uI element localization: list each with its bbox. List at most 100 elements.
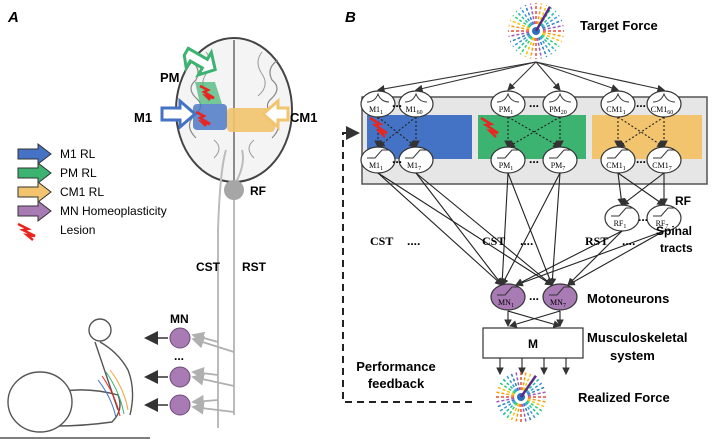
force-ray xyxy=(495,397,515,403)
tuning-curve-icon xyxy=(366,92,390,103)
activation-curve-icon xyxy=(497,149,519,159)
force-ray xyxy=(521,371,527,391)
legend-item: Lesion xyxy=(17,222,95,241)
unit-node: CM17 xyxy=(646,146,682,174)
target-input-line xyxy=(376,61,537,93)
unit-node: CM11 xyxy=(600,90,636,118)
intracortical-link xyxy=(377,116,417,148)
rst-link xyxy=(567,230,623,286)
activation-curve-icon xyxy=(653,149,675,159)
target-input-line xyxy=(535,61,666,93)
rf-label-b: RF xyxy=(675,194,691,208)
unit-label: M11 xyxy=(369,105,383,116)
unit-node: MN1 xyxy=(490,283,526,311)
force-ray xyxy=(509,32,530,43)
intracortical-link xyxy=(617,116,665,148)
unit-label: RF7 xyxy=(656,219,669,230)
motoneuron-row: MN1 MN7 xyxy=(490,283,578,311)
unit-label: PM20 xyxy=(549,105,567,116)
force-ray xyxy=(527,398,546,408)
activation-curve-icon xyxy=(549,149,571,159)
legend-arrow-icon xyxy=(17,142,52,166)
unit-label: CM17 xyxy=(652,161,671,172)
mn-node xyxy=(169,366,191,388)
unit-label: MN1 xyxy=(498,298,514,309)
force-ray xyxy=(508,24,530,31)
ellipsis: ... xyxy=(529,289,539,303)
unit-node: M11 xyxy=(360,90,396,118)
tract-label-cst-2: CST xyxy=(482,234,505,248)
unit-label: CM11 xyxy=(606,105,625,116)
force-ray xyxy=(529,3,536,25)
force-ray xyxy=(519,36,533,55)
unit-node: MN7 xyxy=(542,283,578,311)
force-ray xyxy=(525,401,540,416)
mn-dots: ... xyxy=(174,349,184,363)
unit-node: CM11 xyxy=(600,146,636,174)
ellipsis: ... xyxy=(636,96,646,110)
unit-label: M17 xyxy=(407,161,421,172)
lesion-icon xyxy=(195,110,211,127)
panel-b-letter: B xyxy=(345,9,356,26)
ellipsis: ... xyxy=(529,152,539,166)
mn-node xyxy=(169,394,191,416)
force-ray xyxy=(524,402,537,420)
unit-label: M11 xyxy=(369,161,383,172)
unit-node: M160 xyxy=(398,90,434,118)
performance-feedback-label-2: feedback xyxy=(368,376,425,391)
activation-curve-icon xyxy=(405,149,427,159)
legend-label: M1 RL xyxy=(60,147,96,161)
m1-arrow-icon xyxy=(160,97,198,131)
musculoskeletal-label: Musculoskeletal xyxy=(587,330,687,345)
activation-curve-icon xyxy=(611,207,633,217)
force-ray xyxy=(510,372,520,391)
force-needle xyxy=(534,6,552,32)
spinal-tracts-label-2: tracts xyxy=(660,241,693,255)
force-ray xyxy=(522,403,532,422)
mn-projections xyxy=(191,331,235,415)
cst-link xyxy=(507,172,554,287)
legend-arrow-icon xyxy=(17,161,52,185)
row-ellipsis: ........................ xyxy=(392,96,648,303)
tuning-curve-icon xyxy=(404,92,428,103)
unit-node: PM20 xyxy=(542,90,578,118)
rst-label: RST xyxy=(242,260,267,274)
tuning-curve-icon xyxy=(548,92,572,103)
force-ray xyxy=(540,35,557,52)
arm-figure-icon xyxy=(0,318,150,439)
force-ray xyxy=(537,37,548,58)
force-ray xyxy=(515,371,521,391)
target-input-line xyxy=(535,61,620,92)
force-ray xyxy=(541,34,560,48)
force-ray xyxy=(527,397,547,403)
mn-to-muscle-connections xyxy=(504,310,564,328)
intracortical-link xyxy=(617,116,665,148)
force-ray xyxy=(542,31,564,38)
unit-node: CM160 xyxy=(646,90,682,118)
unit-label: M160 xyxy=(405,105,422,116)
force-ray xyxy=(526,400,544,413)
force-ray xyxy=(540,10,557,27)
target-input-line xyxy=(414,61,537,93)
cm1-rf-link xyxy=(617,172,665,206)
force-ray xyxy=(524,4,535,25)
unit-node: RF1 xyxy=(604,204,640,232)
musculoskeletal-box xyxy=(482,327,584,359)
cst-link xyxy=(501,172,561,286)
force-ray xyxy=(502,401,517,416)
m1-label: M1 xyxy=(134,110,152,125)
force-ray xyxy=(515,35,532,52)
activation-curve-icon xyxy=(607,149,629,159)
legend-label: Lesion xyxy=(60,223,95,237)
unit-node: PM7 xyxy=(542,146,578,174)
force-ray xyxy=(512,14,531,28)
spinal-tracts-label: Spinal xyxy=(656,224,692,238)
force-ray xyxy=(527,391,547,397)
cm1-arrow-icon xyxy=(260,97,290,131)
cst-link xyxy=(415,172,553,286)
legend-label: MN Homeoplasticity xyxy=(60,204,167,218)
force-ray xyxy=(498,381,516,394)
